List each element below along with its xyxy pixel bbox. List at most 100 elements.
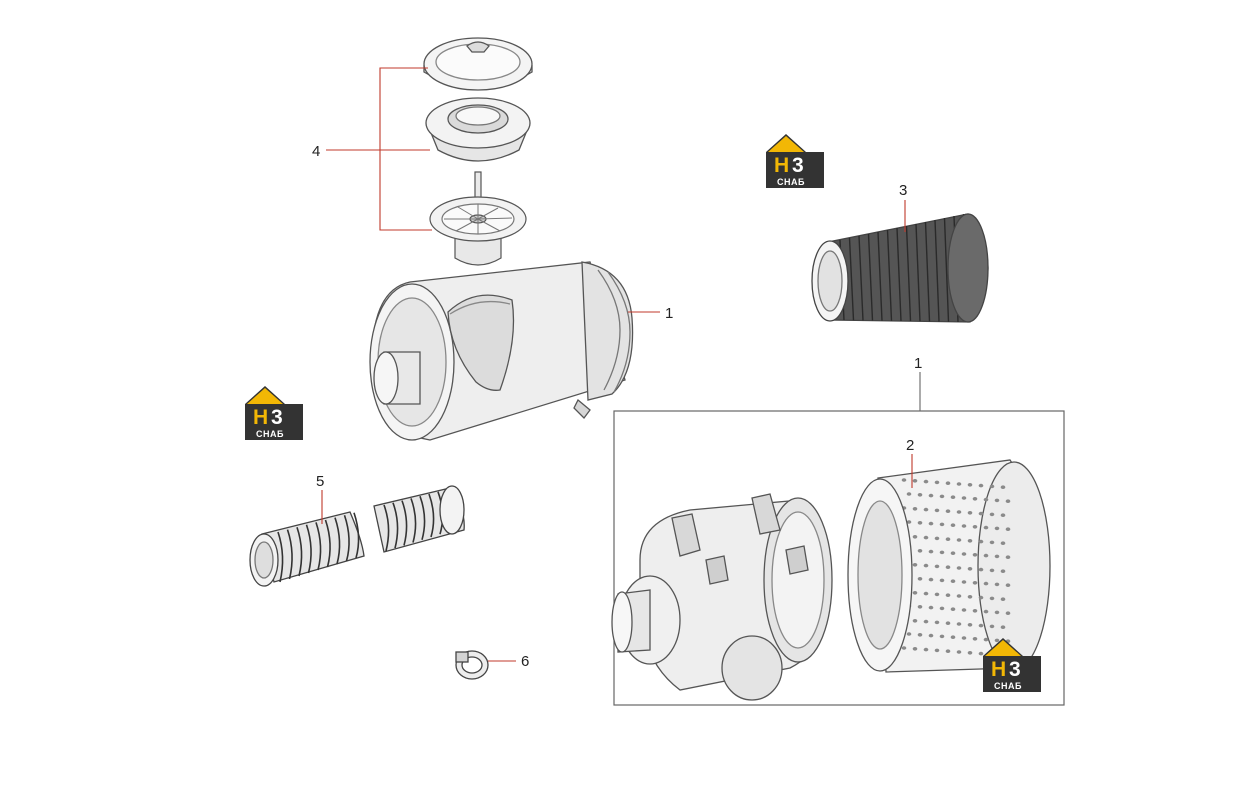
logo-mark-left: H — [253, 406, 268, 429]
perforation-hole — [912, 619, 918, 623]
logo-wordmark: СНАБ — [256, 429, 284, 439]
precleaner-cap — [423, 37, 533, 91]
perforation-hole — [956, 510, 962, 514]
perforation-hole — [989, 540, 995, 545]
perforation-hole — [1000, 569, 1006, 573]
perforation-hole — [950, 551, 956, 555]
perforation-hole — [956, 566, 962, 570]
perforation-hole — [994, 582, 1000, 587]
perforation-hole — [912, 591, 918, 595]
perforation-hole — [1005, 555, 1011, 559]
callout-2: 2 — [906, 437, 914, 454]
perforation-hole — [917, 577, 923, 581]
perforation-hole — [945, 593, 951, 597]
perforation-hole — [961, 552, 967, 556]
perforation-hole — [961, 608, 967, 612]
perforation-hole — [972, 637, 978, 641]
perforation-hole — [989, 596, 995, 601]
hose-rib — [343, 514, 350, 562]
perforation-hole — [972, 497, 978, 501]
perforation-hole — [945, 481, 951, 486]
perforation-hole — [923, 535, 929, 540]
perforation-hole — [934, 592, 940, 597]
perforation-hole — [967, 651, 973, 655]
hose-rib — [410, 498, 417, 543]
perforation-hole — [989, 624, 995, 629]
hose-rib — [428, 493, 435, 538]
logo-mark-right: 3 — [1009, 658, 1021, 681]
perforation-hole — [989, 512, 995, 517]
perforation-hole — [934, 620, 940, 625]
perforation-hole — [939, 634, 945, 639]
perforation-hole — [923, 591, 929, 596]
hose-clamp — [455, 650, 489, 680]
hose-rib — [353, 512, 360, 559]
perforation-hole — [917, 605, 923, 609]
perforation-hole — [1000, 597, 1006, 601]
perforation-hole — [989, 484, 995, 489]
perforation-hole — [994, 638, 1000, 643]
perforation-hole — [939, 606, 945, 611]
perforation-hole — [934, 536, 940, 541]
perforation-hole — [912, 647, 918, 651]
perforation-hole — [923, 479, 929, 484]
perforation-hole — [945, 649, 951, 653]
perforation-hole — [1000, 485, 1006, 490]
perforation-hole — [961, 636, 967, 640]
perforation-hole — [950, 579, 956, 583]
perforation-hole — [989, 568, 995, 573]
perforation-hole — [978, 539, 984, 544]
perforation-hole — [956, 650, 962, 654]
perforation-hole — [978, 511, 984, 516]
pleat-line — [934, 219, 940, 322]
hose-rib — [296, 526, 303, 577]
perforation-hole — [1000, 513, 1006, 517]
perforation-hole — [928, 521, 934, 526]
air-cleaner-housing — [369, 261, 634, 441]
hose-rib — [419, 495, 426, 541]
assembly-frame — [613, 410, 1065, 706]
hose-rib — [383, 504, 390, 552]
perforation-hole — [928, 549, 934, 554]
perforation-hole — [983, 553, 989, 558]
intake-hose-left — [249, 511, 365, 587]
perforation-hole — [912, 479, 918, 483]
callout-4: 4 — [312, 143, 320, 160]
perforation-hole — [901, 646, 907, 650]
perforation-hole — [956, 622, 962, 626]
perforation-hole — [961, 496, 967, 500]
perforation-hole — [961, 580, 967, 584]
brand-logo-top: H 3 СНАБ — [766, 134, 824, 188]
pleat-line — [886, 229, 893, 321]
perforation-hole — [945, 565, 951, 569]
perforation-hole — [934, 648, 940, 653]
perforation-hole — [978, 623, 984, 628]
perforation-hole — [939, 494, 945, 499]
hose-rib — [315, 522, 322, 571]
perforation-hole — [1000, 541, 1006, 545]
perforation-hole — [983, 525, 989, 530]
perforation-hole — [923, 563, 929, 568]
perforation-hole — [923, 507, 929, 512]
pleat-line — [867, 233, 874, 321]
perforation-hole — [967, 539, 973, 543]
perforation-hole — [1005, 527, 1011, 531]
perforation-hole — [972, 553, 978, 557]
perforation-hole — [994, 526, 1000, 531]
brand-logo-bottom: H 3 СНАБ — [983, 638, 1041, 692]
pleat-line — [858, 235, 864, 321]
brand-logo-left: H 3 СНАБ — [245, 386, 303, 440]
hose-rib — [305, 524, 312, 574]
perforation-hole — [917, 521, 923, 525]
perforation-hole — [983, 581, 989, 586]
perforation-hole — [967, 511, 973, 515]
perforation-hole — [967, 595, 973, 599]
hose-rib — [334, 517, 341, 565]
perforation-hole — [967, 567, 973, 571]
perforation-hole — [956, 482, 962, 486]
perforation-hole — [978, 595, 984, 600]
hose-rib — [401, 500, 408, 546]
perforation-hole — [934, 480, 940, 485]
perforation-hole — [961, 524, 967, 528]
